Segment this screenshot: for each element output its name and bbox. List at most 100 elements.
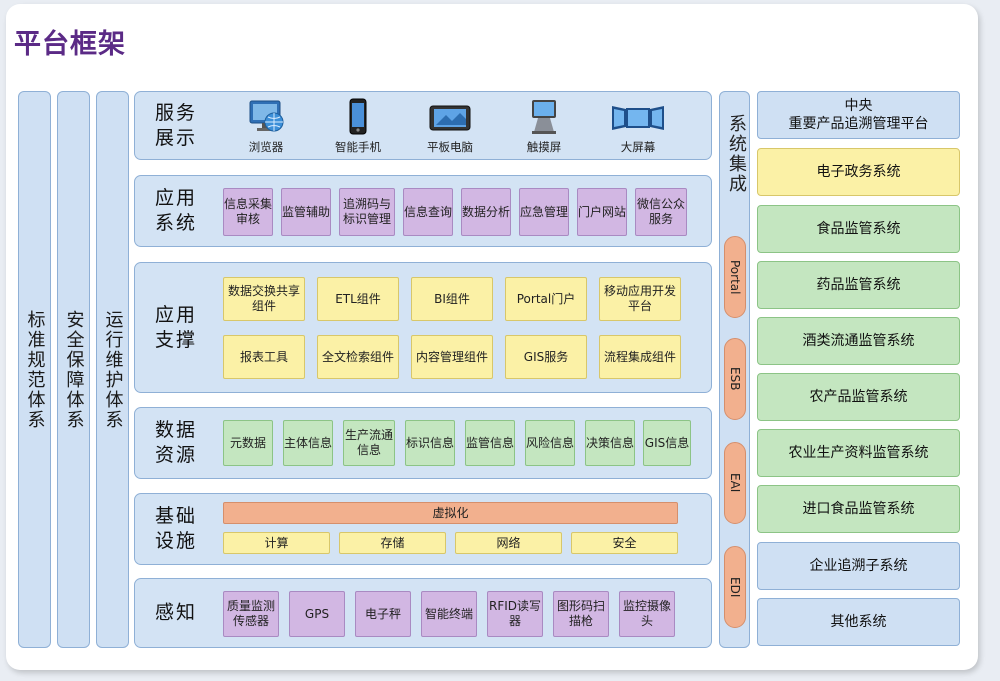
data-item: 标识信息 (405, 420, 455, 466)
virtualization-bar: 虚拟化 (223, 502, 678, 524)
page-title: 平台框架 (14, 29, 126, 60)
integration-title: 系统集成 (726, 114, 747, 194)
integration-column: 系统集成 Portal ESB EAI EDI (719, 91, 750, 648)
support-item: 流程集成组件 (599, 335, 681, 379)
infra-item: 网络 (455, 532, 562, 554)
smartphone-icon (349, 98, 367, 135)
system-enterprise-trace: 企业追溯子系统 (757, 542, 960, 590)
app-system-item: 门户网站 (577, 188, 627, 236)
device-label: 大屏幕 (620, 140, 656, 154)
integration-portal: Portal (724, 236, 746, 318)
sense-layer: 感知 质量监测传感器 GPS 电子秤 智能终端 RFID读写器 图形码扫描枪 监… (134, 578, 712, 648)
infra-item: 计算 (223, 532, 330, 554)
sense-layer-label: 感知 (155, 601, 198, 624)
data-layer: 数据资源 元数据 主体信息 生产流通信息 标识信息 监管信息 风险信息 决策信息… (134, 407, 712, 479)
support-item: 内容管理组件 (411, 335, 493, 379)
data-item: 风险信息 (525, 420, 575, 466)
data-item: 监管信息 (465, 420, 515, 466)
device-bigscreen: 大屏幕 (603, 98, 673, 155)
support-item: 全文检索组件 (317, 335, 399, 379)
system-drug: 药品监管系统 (757, 261, 960, 309)
app-support-layer-label: 应用支撑 (155, 303, 198, 351)
integration-label: EDI (728, 576, 742, 598)
system-liquor: 酒类流通监管系统 (757, 317, 960, 365)
sense-item: RFID读写器 (487, 591, 543, 637)
system-label: 药品监管系统 (816, 277, 901, 293)
device-label: 触摸屏 (526, 140, 562, 154)
sense-item: 监控摄像头 (619, 591, 675, 637)
infra-item: 安全 (571, 532, 678, 554)
system-label: 进口食品监管系统 (802, 501, 915, 517)
system-label: 企业追溯子系统 (809, 558, 908, 574)
infra-layer-label: 基础设施 (155, 505, 198, 552)
tablet-icon (429, 105, 471, 131)
sense-item: 质量监测传感器 (223, 591, 279, 637)
standards-column: 标准规范体系 (18, 91, 51, 648)
system-agri-product: 农产品监管系统 (757, 373, 960, 421)
touchscreen-kiosk-icon (532, 100, 556, 134)
system-agri-supply: 农业生产资料监管系统 (757, 429, 960, 477)
integration-label: EAI (728, 473, 742, 493)
device-smartphone: 智能手机 (323, 98, 393, 155)
support-item: 移动应用开发平台 (599, 277, 681, 321)
operations-label: 运行维护体系 (102, 309, 124, 430)
support-item: 报表工具 (223, 335, 305, 379)
standards-label: 标准规范体系 (24, 309, 46, 430)
system-central-platform: 中央 重要产品追溯管理平台 (757, 91, 960, 139)
support-item: Portal门户 (505, 277, 587, 321)
system-egov: 电子政务系统 (757, 148, 960, 196)
integration-label: Portal (728, 259, 742, 295)
app-system-item: 微信公众服务 (635, 188, 687, 236)
app-system-layer-label: 应用系统 (155, 187, 198, 234)
device-touchscreen: 触摸屏 (509, 98, 579, 155)
big-screen-icon (612, 106, 664, 130)
data-item: 元数据 (223, 420, 273, 466)
app-system-item: 监管辅助 (281, 188, 331, 236)
browser-globe-icon (249, 100, 284, 132)
infra-item: 存储 (339, 532, 446, 554)
system-label: 食品监管系统 (816, 221, 901, 237)
system-label: 农业生产资料监管系统 (788, 445, 929, 461)
app-system-item: 应急管理 (519, 188, 569, 236)
app-system-item: 信息查询 (403, 188, 453, 236)
support-item: GIS服务 (505, 335, 587, 379)
system-label: 电子政务系统 (816, 164, 901, 180)
data-item: 生产流通信息 (343, 420, 395, 466)
data-item: 主体信息 (283, 420, 333, 466)
sense-item: 智能终端 (421, 591, 477, 637)
system-label: 酒类流通监管系统 (802, 333, 915, 349)
system-food: 食品监管系统 (757, 205, 960, 253)
integration-edi: EDI (724, 546, 746, 628)
app-system-item: 数据分析 (461, 188, 511, 236)
support-item: 数据交换共享组件 (223, 277, 305, 321)
device-label: 智能手机 (335, 140, 381, 154)
integration-esb: ESB (724, 338, 746, 420)
infra-layer: 基础设施 虚拟化 计算 存储 网络 安全 (134, 493, 712, 565)
system-other: 其他系统 (757, 598, 960, 646)
app-system-layer: 应用系统 信息采集审核 监管辅助 追溯码与标识管理 信息查询 数据分析 应急管理… (134, 175, 712, 247)
app-system-item: 追溯码与标识管理 (339, 188, 395, 236)
device-label: 浏览器 (248, 140, 284, 154)
integration-eai: EAI (724, 442, 746, 524)
sense-item: 图形码扫描枪 (553, 591, 609, 637)
integration-label: ESB (728, 367, 742, 391)
support-item: BI组件 (411, 277, 493, 321)
data-item: 决策信息 (585, 420, 635, 466)
system-label: 其他系统 (830, 614, 887, 630)
data-item: GIS信息 (643, 420, 691, 466)
device-browser: 浏览器 (231, 98, 301, 155)
system-import-food: 进口食品监管系统 (757, 485, 960, 533)
operations-column: 运行维护体系 (96, 91, 129, 648)
service-layer-label: 服务展示 (155, 101, 198, 149)
app-support-layer: 应用支撑 数据交换共享组件 ETL组件 BI组件 Portal门户 移动应用开发… (134, 262, 712, 393)
device-tablet: 平板电脑 (415, 98, 485, 155)
sense-item: GPS (289, 591, 345, 637)
security-column: 安全保障体系 (57, 91, 90, 648)
security-label: 安全保障体系 (63, 309, 85, 430)
app-system-item: 信息采集审核 (223, 188, 273, 236)
sense-item: 电子秤 (355, 591, 411, 637)
system-label: 农产品监管系统 (809, 389, 908, 405)
system-label: 中央 重要产品追溯管理平台 (788, 98, 929, 132)
data-layer-label: 数据资源 (155, 419, 198, 466)
support-item: ETL组件 (317, 277, 399, 321)
